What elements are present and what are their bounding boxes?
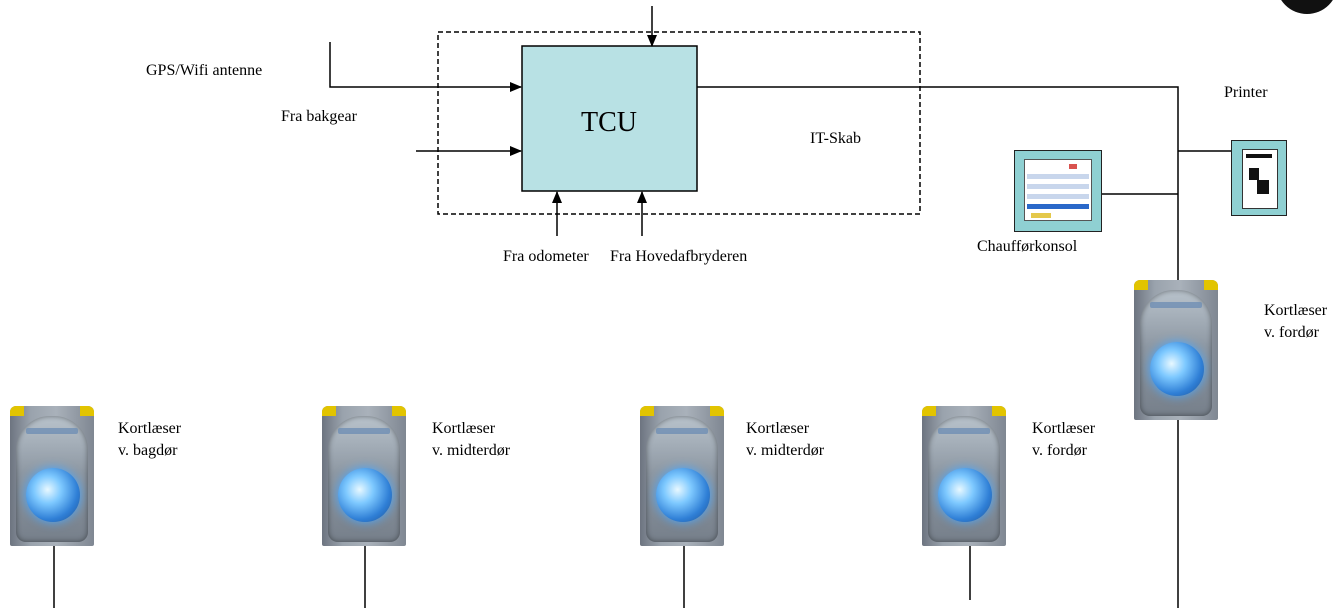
card-reader-front-door-icon — [922, 406, 1006, 546]
reader-4-line1: Kortlæser — [1032, 420, 1096, 437]
it-cabinet-box — [437, 31, 921, 215]
reader-5-line1: Kortlæser — [1264, 302, 1328, 319]
reverse-gear-label: Fra bakgear — [281, 108, 357, 125]
antenna-input-arrow — [329, 42, 522, 92]
driver-console-label: Chaufførkonsol — [977, 238, 1078, 255]
reader-5-line2: v. fordør — [1264, 324, 1319, 341]
reader-3-line2: v. midterdør — [746, 442, 825, 459]
reader-4-line2: v. fordør — [1032, 442, 1087, 459]
card-reader-back-door-icon — [10, 406, 94, 546]
printer-icon — [1231, 140, 1287, 216]
printer-label: Printer — [1224, 84, 1268, 101]
card-reader-front-upper-icon — [1134, 280, 1218, 420]
reader-1-line2: v. bagdør — [118, 442, 178, 459]
card-reader-middle-door-2-icon — [640, 406, 724, 546]
main-switch-label: Fra Hovedafbryderen — [610, 248, 748, 265]
it-cabinet-label: IT-Skab — [810, 130, 861, 147]
card-reader-middle-door-1-icon — [322, 406, 406, 546]
tcu-box — [521, 45, 698, 192]
antenna-label: GPS/Wifi antenne — [146, 62, 263, 79]
reader-1-line1: Kortlæser — [118, 420, 182, 437]
odometer-label: Fra odometer — [503, 248, 589, 265]
reader-3-line1: Kortlæser — [746, 420, 810, 437]
tcu-label: TCU — [581, 107, 637, 138]
reader-2-line2: v. midterdør — [432, 442, 511, 459]
driver-console-icon — [1014, 150, 1102, 232]
tcu-bus-line — [697, 86, 1179, 280]
reader-2-line1: Kortlæser — [432, 420, 496, 437]
